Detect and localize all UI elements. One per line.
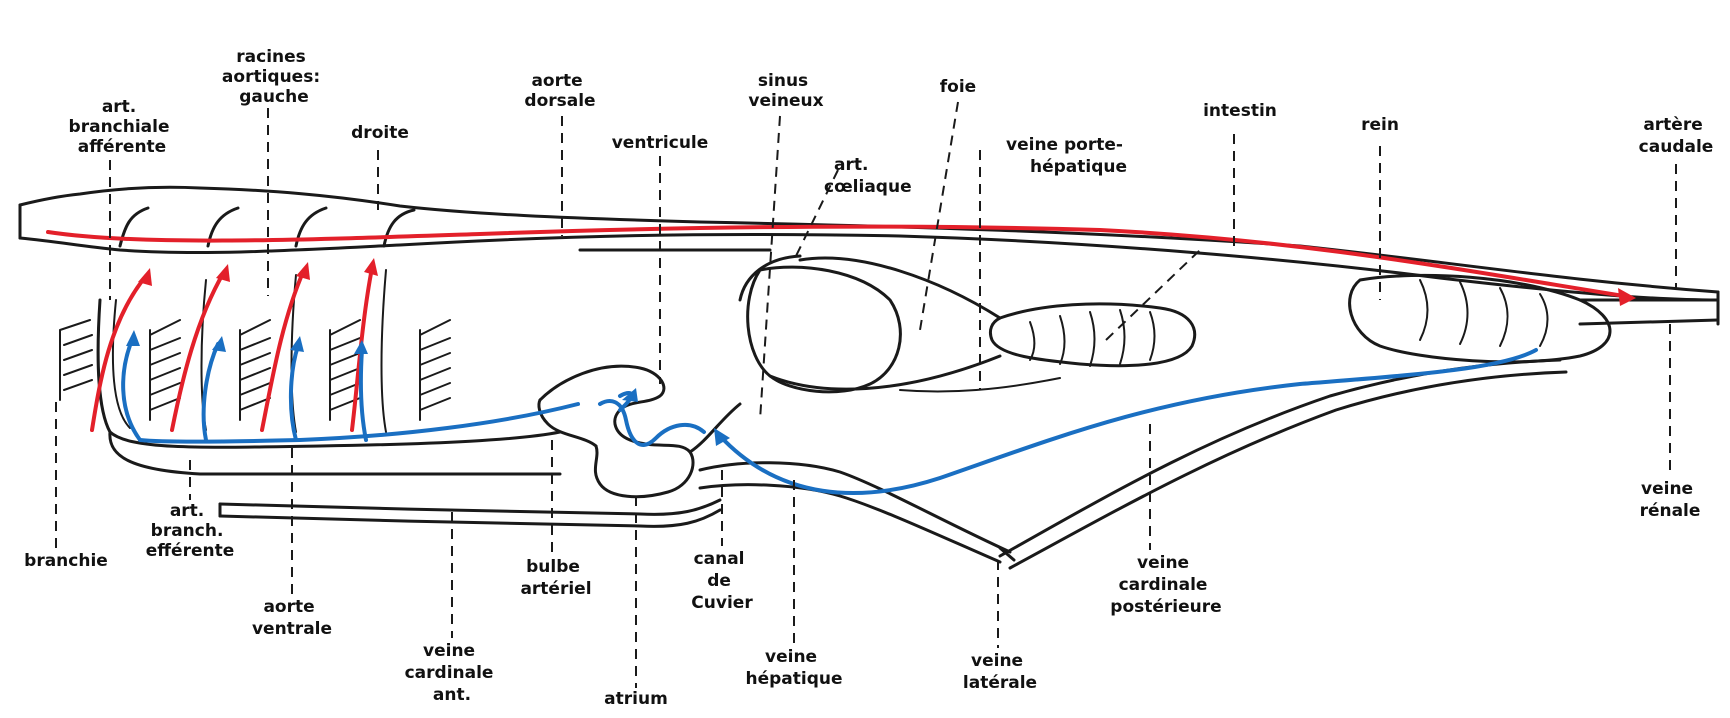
label-art-coeliaque: art. cœliaque <box>824 155 912 197</box>
label-branchie: branchie <box>24 551 108 571</box>
label-aorte-ventrale: aorte ventrale <box>252 597 332 639</box>
labels: racines aortiques: gauche droite art. br… <box>24 47 1713 709</box>
arrowhead-blue-1 <box>126 330 140 346</box>
label-art-branchiale-afferente: art. branchiale afférente <box>69 97 176 157</box>
label-racines-aortiques: racines aortiques: gauche <box>222 47 326 107</box>
arrowhead-red-tail <box>1618 288 1636 306</box>
body-outline <box>20 187 1718 568</box>
label-veine-porte-hepatique: veine porte- hépatique <box>1006 135 1129 177</box>
label-atrium: atrium <box>604 689 668 709</box>
arrowhead-red-4 <box>364 258 378 276</box>
label-veine-cardinale-ant: veine cardinale ant. <box>405 641 500 705</box>
label-canal-de-cuvier: canal de Cuvier <box>691 549 753 613</box>
label-droite: droite <box>351 123 409 143</box>
label-bulbe-arteriel: bulbe artériel <box>520 557 591 599</box>
label-veine-renale: veine rénale <box>1640 479 1701 521</box>
arrowhead-blue-2 <box>212 336 226 352</box>
label-foie: foie <box>940 77 976 97</box>
label-veine-laterale: veine latérale <box>963 651 1037 693</box>
label-veine-cardinale-posterieure: veine cardinale postérieure <box>1110 553 1221 617</box>
label-rein: rein <box>1361 115 1399 135</box>
label-aorte-dorsale: aorte dorsale <box>524 71 595 111</box>
label-intestin: intestin <box>1203 101 1277 121</box>
label-ventricule: ventricule <box>612 133 709 153</box>
arrowhead-blue-4 <box>354 340 368 354</box>
label-artere-caudale: artère caudale <box>1639 115 1714 157</box>
arrowhead-red-3 <box>296 262 310 280</box>
label-sinus-veineux: sinus veineux <box>748 71 823 111</box>
label-veine-hepatique: veine hépatique <box>745 647 842 689</box>
